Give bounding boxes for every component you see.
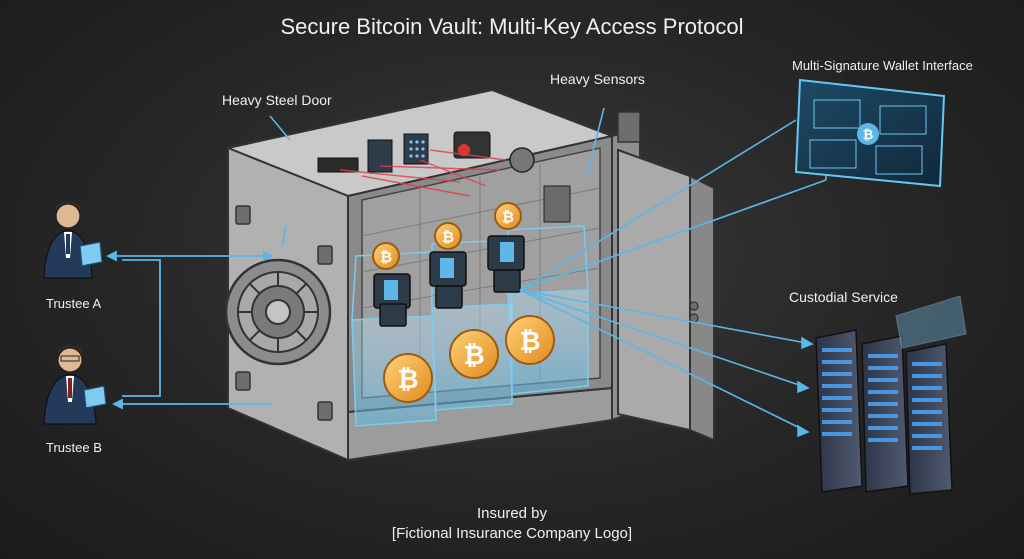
svg-text:₿: ₿ [519, 327, 540, 357]
svg-text:₿: ₿ [863, 128, 874, 143]
insured-by-label: Insured by [476, 505, 548, 522]
bitcoin-coin-icon: ₿ ₿ ₿ ₿ ₿ ₿ [372, 202, 555, 403]
laser-beams [339, 149, 507, 197]
vault-dial-icon [224, 258, 332, 366]
svg-text:₿: ₿ [463, 341, 484, 371]
insurer-logo-placeholder: [Fictional Insurance Company Logo] [391, 525, 633, 542]
keypad-icon [403, 133, 429, 165]
custodial-service-label: Custodial Service [789, 289, 898, 305]
trustee-person-icon [43, 201, 97, 425]
heavy-sensors-label: Heavy Sensors [550, 71, 645, 87]
trustee-b-label: Trustee B [46, 440, 102, 455]
svg-text:₿: ₿ [502, 208, 514, 226]
door-bolts [235, 205, 333, 421]
open-door [617, 148, 715, 442]
svg-text:₿: ₿ [442, 228, 454, 246]
tablet-icon [79, 241, 107, 409]
diagram-title: Secure Bitcoin Vault: Multi-Key Access P… [280, 14, 744, 39]
heavy-steel-door-label: Heavy Steel Door [222, 92, 332, 108]
camera-sensor-icon [453, 131, 491, 159]
trustee-a-label: Trustee A [46, 296, 102, 311]
service-connectors [269, 107, 827, 438]
multisig-wallet-panel: ₿ [794, 78, 946, 188]
multisig-wallet-label: Multi-Signature Wallet Interface [792, 58, 973, 73]
sensor-array [317, 131, 571, 223]
svg-text:₿: ₿ [380, 248, 392, 266]
svg-text:₿: ₿ [397, 365, 418, 395]
trustee-connectors [105, 225, 287, 410]
server-rack-icon [815, 295, 967, 495]
